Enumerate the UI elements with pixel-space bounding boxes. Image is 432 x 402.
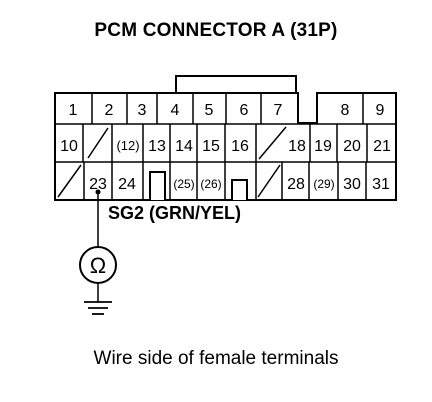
terminal-13: 13 [148,138,166,155]
diagram-title: PCM CONNECTOR A (31P) [94,20,338,41]
terminal-19: 19 [314,138,332,155]
key-notch-left [149,171,166,200]
key-notch-right [231,179,248,200]
terminal-18: 18 [288,138,306,155]
terminal-20: 20 [343,138,361,155]
terminal-14: 14 [175,138,193,155]
connector-outline [54,92,397,201]
locking-tab [175,75,297,93]
terminal-21: 21 [373,138,391,155]
probe-wire-label: SG2 (GRN/YEL) [108,203,242,223]
terminal-4: 4 [171,102,180,119]
probe-point [95,189,101,195]
terminal-31: 31 [372,176,390,193]
terminal-7: 7 [274,102,283,119]
ohm-symbol: Ω [90,253,106,278]
terminal-25: (25) [173,177,194,191]
row3-dividers [83,162,367,200]
terminal-2: 2 [105,102,114,119]
terminal-30: 30 [343,176,361,193]
diagram-caption: Wire side of female terminals [93,348,339,369]
terminal-6: 6 [240,102,249,119]
terminal-23: 23 [89,176,107,193]
terminal-9: 9 [376,102,385,119]
terminal-16: 16 [231,138,249,155]
terminal-24: 24 [118,176,136,193]
terminal-28: 28 [287,176,305,193]
ground-icon [84,301,112,315]
terminal-10: 10 [60,138,78,155]
terminal-5: 5 [205,102,214,119]
terminal-3: 3 [138,102,147,119]
terminal-29: (29) [313,177,334,191]
unused-cavity-marks [57,126,287,198]
terminal-12: (12) [116,138,139,153]
terminal-1: 1 [69,102,78,119]
terminal-15: 15 [202,138,220,155]
terminal-8: 8 [341,102,350,119]
terminal-26: (26) [200,177,221,191]
row1-dividers [91,93,364,124]
row2-dividers [82,124,368,162]
